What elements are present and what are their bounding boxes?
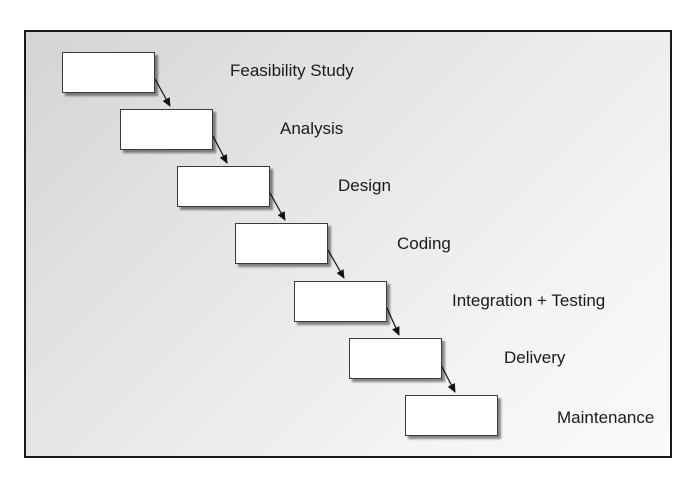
stage-box-integration-testing [294,281,387,322]
stage-label-integration-testing: Integration + Testing [452,291,606,310]
stage-box-delivery [349,338,442,379]
stage-box-coding [235,223,328,264]
stage-label-maintenance: Maintenance [557,408,655,427]
stage-box-design [177,166,270,207]
stage-label-delivery: Delivery [504,348,566,367]
stage-box-feasibility-study [62,52,155,93]
stage-label-design: Design [338,176,391,195]
stage-box-maintenance [405,395,498,436]
stage-label-coding: Coding [397,234,451,253]
stage-box-analysis [120,109,213,150]
stage-label-analysis: Analysis [280,119,344,138]
diagram-frame [24,30,672,458]
stage-label-feasibility-study: Feasibility Study [230,61,354,80]
